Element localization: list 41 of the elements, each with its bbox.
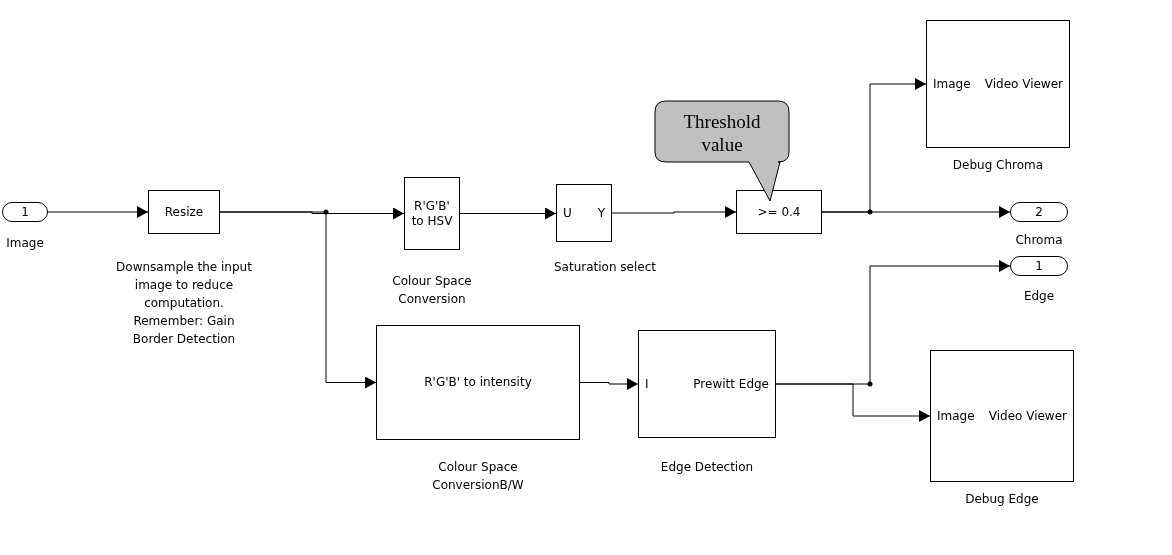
- port-label: Video Viewer: [988, 408, 1067, 424]
- block: [926, 20, 1070, 148]
- block: [930, 350, 1074, 482]
- block-caption: Downsample the input image to reduce computation. Remember: Gain Border Detection: [115, 259, 253, 348]
- block-caption: Debug Chroma: [951, 157, 1045, 174]
- port-label: Image: [937, 408, 975, 424]
- block: [556, 184, 612, 242]
- block: [736, 190, 822, 234]
- block-caption: Colour Space ConversionB/W: [431, 459, 525, 494]
- block-caption: Edge Detection: [659, 459, 755, 476]
- block-caption: Image: [5, 235, 45, 252]
- block: [376, 325, 580, 440]
- block: [638, 330, 776, 438]
- signal-arrow: [579, 378, 639, 390]
- port-label: U: [563, 205, 572, 221]
- signal-arrow: [775, 383, 931, 422]
- signal-arrow: [219, 211, 377, 389]
- signal-arrow: [821, 206, 1011, 218]
- block-caption: Saturation select: [553, 259, 657, 276]
- block: [148, 190, 220, 234]
- block-caption: Debug Edge: [964, 491, 1040, 508]
- port-label: Prewitt Edge: [693, 376, 769, 392]
- block-label: 2: [1035, 204, 1043, 220]
- block: [404, 177, 460, 250]
- block-label: Resize: [164, 204, 204, 220]
- signal-arrow: [47, 206, 149, 218]
- callout-text: Threshold value: [682, 110, 762, 156]
- port-label: Image: [933, 76, 971, 92]
- port-label: Y: [597, 205, 605, 221]
- block-label: >= 0.4: [757, 204, 801, 220]
- block-label: 1: [21, 204, 29, 220]
- block-label: R'G'B' to intensity: [424, 375, 532, 390]
- block-caption: Edge: [1022, 288, 1056, 305]
- block-label: 1: [1035, 258, 1043, 274]
- block-caption: Chroma: [1014, 232, 1064, 249]
- signal-arrow: [611, 206, 737, 218]
- signal-arrow: [459, 207, 557, 220]
- port-label: Video Viewer: [984, 76, 1063, 92]
- block-label: R'G'B' to HSV: [411, 198, 453, 229]
- port-label: I: [645, 376, 649, 392]
- block-caption: Colour Space Conversion: [391, 273, 473, 308]
